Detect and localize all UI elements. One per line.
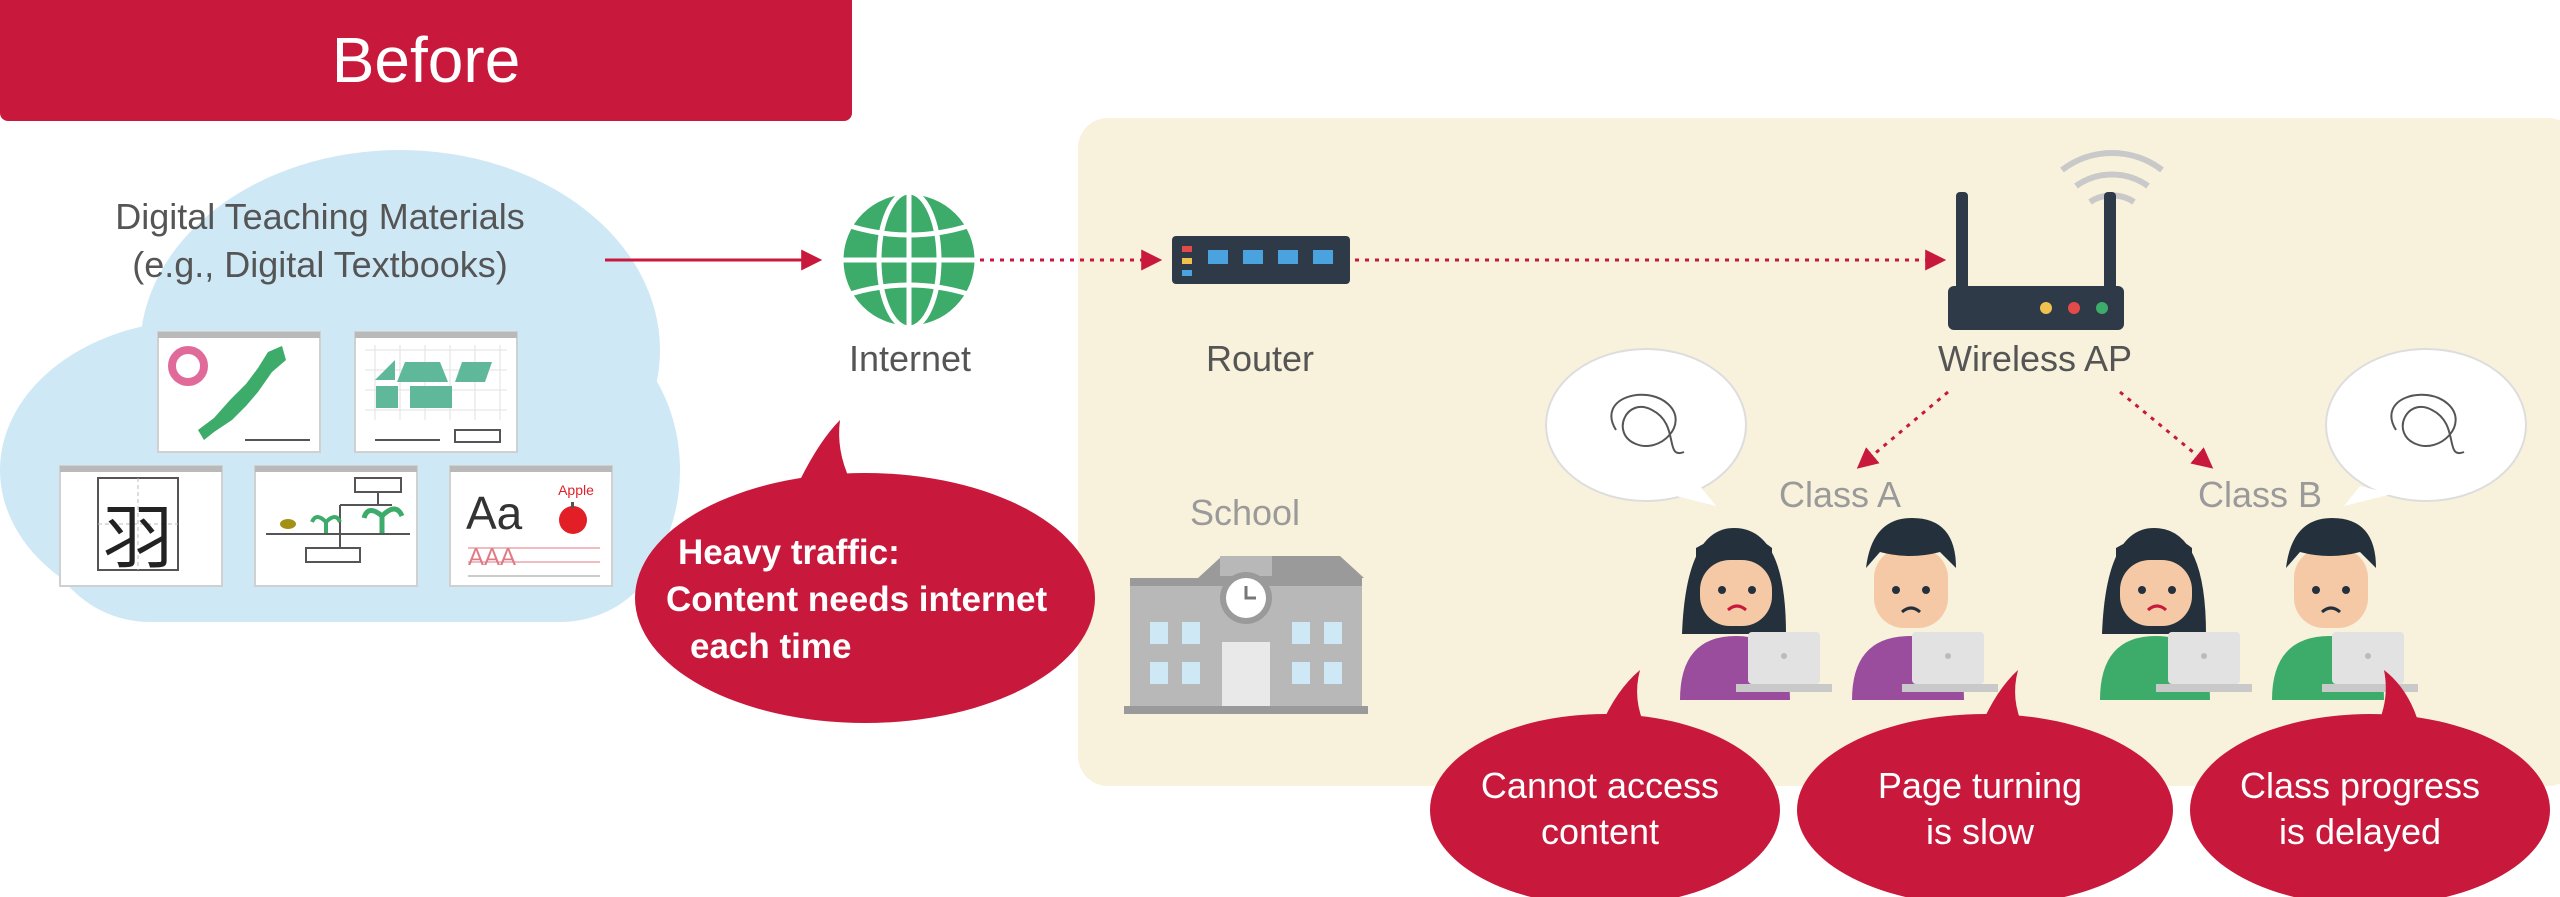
- router-label: Router: [1205, 338, 1315, 379]
- student-girl-class-a: [1680, 528, 1832, 700]
- globe-icon: [838, 189, 980, 331]
- student-boy-class-a: [1852, 518, 1998, 700]
- thought-bubble-left: [1545, 348, 1747, 506]
- callout-progress-shape: [2190, 670, 2550, 897]
- student-boy-class-b: [2272, 518, 2418, 700]
- callout-traffic-line3: each time: [690, 627, 852, 666]
- callout-access-line1: Cannot access: [1480, 765, 1720, 806]
- callout-page-line1: Page turning: [1877, 765, 2083, 806]
- school-building-icon: [1124, 556, 1368, 714]
- callout-access-line2: content: [1540, 811, 1660, 852]
- router-icon: [1172, 236, 1350, 284]
- card-kanji-text: 羽: [103, 497, 173, 579]
- callout-access-shape: [1430, 670, 1780, 897]
- material-card-plants: [254, 465, 418, 587]
- internet-label: Internet: [848, 338, 972, 379]
- thought-bubble-right: [2325, 348, 2527, 506]
- card-letters-row: AAA: [468, 544, 517, 571]
- source-label-line2: (e.g., Digital Textbooks): [132, 244, 508, 285]
- before-banner: Before: [0, 0, 852, 121]
- material-card-letters: [449, 465, 613, 587]
- card-apple-word: Apple: [558, 482, 594, 498]
- class-b-label: Class B: [2197, 474, 2323, 515]
- card-letters-text: Aa: [466, 487, 523, 539]
- callout-page-line2: is slow: [1925, 811, 2035, 852]
- material-card-map: [157, 331, 321, 453]
- callout-traffic-line1: Heavy traffic:: [678, 533, 900, 572]
- callout-traffic-shape: [635, 420, 1095, 723]
- callout-progress-line1: Class progress: [2239, 765, 2481, 806]
- class-a-label: Class A: [1778, 474, 1902, 515]
- wireless-ap-label: Wireless AP: [1937, 338, 2133, 379]
- material-card-kanji: [59, 465, 223, 587]
- source-label-line1: Digital Teaching Materials: [115, 196, 525, 237]
- wireless-ap-icon: [1948, 150, 2164, 330]
- material-card-shapes: [354, 331, 518, 453]
- callout-page-shape: [1797, 670, 2173, 897]
- callout-progress-line2: is delayed: [2278, 811, 2442, 852]
- student-girl-class-b: [2100, 528, 2252, 700]
- callout-traffic-line2: Content needs internet: [666, 580, 1048, 619]
- school-label: School: [1189, 492, 1301, 533]
